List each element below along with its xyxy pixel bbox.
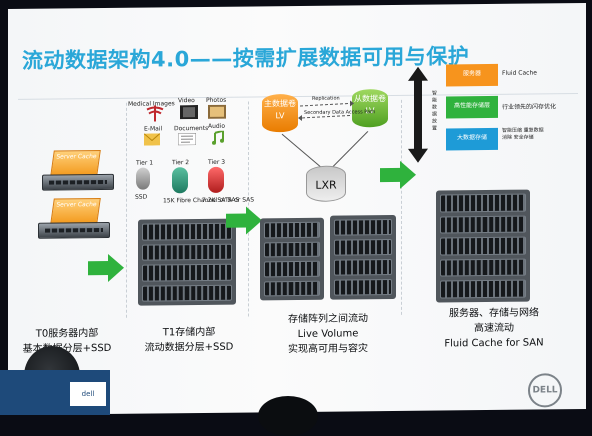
replication-link-icon (298, 100, 354, 121)
tier-label: Tier 1 (136, 159, 154, 167)
secondary-path-label: Secondary Data Access Path (304, 109, 376, 116)
tier-2-disk-icon (172, 167, 188, 194)
storage-array-icon (138, 218, 236, 306)
tier-3-disk-icon (208, 166, 224, 193)
tier-desc: SSD (135, 193, 148, 201)
stage-fluid-cache: 智能数据放置 服务器 Fluid Cache 高性能存储层 行业领先的闪存优化 … (8, 3, 586, 349)
volume-label: LV (275, 111, 285, 121)
stage-live-volume: 主数据卷 LV 从数据卷 LV Replication Secondary Da… (8, 3, 586, 355)
volume-label: 从数据卷 (354, 94, 386, 104)
server-cache-tag-1: Server Cache (50, 150, 101, 177)
presentation-slide: 流动数据架构4.0——按需扩展数据可用与保护 Server Cache Serv… (8, 2, 586, 416)
stage-caption: 存储阵列之间流动 Live Volume 实现高可用与容灾 (258, 311, 398, 357)
double-arrow-icon (408, 66, 428, 163)
media-label: E-Mail (144, 125, 163, 133)
caption-line: T0服务器内部 (35, 328, 99, 340)
tier-box-performance: 高性能存储层 (446, 95, 498, 119)
stage-divider-3 (401, 99, 402, 315)
caption-line: Fluid Cache for SAN (444, 337, 544, 350)
media-label: Photos (206, 96, 227, 104)
badge: dell (70, 382, 106, 406)
storage-array-icon (330, 214, 396, 300)
vertical-label: 智能数据放置 (432, 90, 438, 132)
tier-box-server: 服务器 (446, 63, 498, 87)
storage-array-icon (436, 189, 530, 303)
caption-line: 流动数据分层+SSD (144, 341, 234, 354)
photos-icon (208, 104, 226, 119)
caption-line: 实现高可用与容灾 (288, 343, 368, 356)
box-side-text: 智能压缩 重复数据消除 安全存储 (502, 127, 544, 141)
medical-images-icon (146, 105, 164, 122)
lxr-volume: LXR (306, 165, 346, 202)
documents-icon (178, 133, 196, 146)
tier-box-bigdata: 大数据存储 (446, 127, 498, 151)
tier-1-disk-icon (136, 167, 150, 190)
tier-label: Tier 3 (208, 158, 226, 166)
caption-line: 高速流动 (474, 322, 514, 335)
media-label: Documents (174, 124, 209, 133)
server-icon (42, 173, 114, 191)
caption-line: 存储阵列之间流动 (288, 313, 368, 326)
stage-caption: 服务器、存储与网络 高速流动 Fluid Cache for SAN (412, 305, 576, 352)
tier-label: Tier 2 (172, 159, 190, 167)
media-label: Audio (208, 122, 226, 130)
audience-head (258, 396, 318, 436)
audio-icon (212, 130, 224, 145)
caption-line: T1存储内部 (162, 326, 216, 339)
video-icon (180, 105, 198, 120)
primary-volume: 主数据卷 LV (262, 93, 298, 133)
box-side-text: Fluid Cache (502, 69, 537, 77)
server-icon (38, 221, 110, 239)
caption-line: 服务器、存储与网络 (449, 307, 539, 320)
tier-desc: 7.2K SATA or SAS (202, 196, 255, 204)
email-icon (144, 133, 160, 146)
connector-lines (281, 131, 369, 171)
caption-line: Live Volume (297, 328, 359, 340)
server-cache-tag-2: Server Cache (50, 198, 101, 225)
volume-label: 主数据卷 (264, 99, 296, 109)
stage-divider-1 (126, 102, 127, 318)
stage-t1: Medical Images Video Photos E-Mail Docum… (8, 3, 586, 354)
replication-label: Replication (312, 95, 340, 102)
box-side-text: 行业领先的闪存优化 (502, 103, 557, 111)
dell-logo: DELL (528, 373, 562, 408)
stage-t0: Server Cache Server Cache T0服务器内部 基本数据分层… (8, 3, 586, 355)
media-label: Medical Images (128, 100, 175, 108)
slide-title: 流动数据架构4.0——按需扩展数据可用与保护 (22, 44, 470, 73)
storage-array-icon (260, 217, 324, 301)
stage-caption: T1存储内部 流动数据分层+SSD (130, 325, 248, 356)
media-label: Video (178, 97, 195, 105)
